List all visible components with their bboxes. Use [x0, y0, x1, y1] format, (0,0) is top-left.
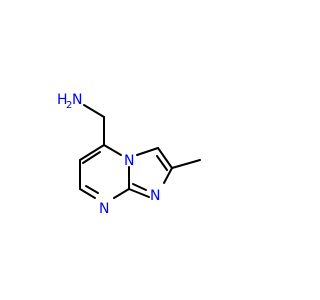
- bond-n1-c8a-double: [132, 183, 147, 191]
- bond-n8-c8a: [113, 188, 130, 199]
- bond-c7-n8: [79, 188, 96, 199]
- bond-n-ch2: [83, 104, 105, 118]
- bond-c5-c6-double: [82, 151, 101, 164]
- bridgehead-n-label: N: [124, 153, 134, 169]
- molecule-diagram: H 2 N N N N: [57, 92, 201, 217]
- pyrimidine-n-label: N: [99, 201, 109, 217]
- amine-n-label: N: [72, 92, 82, 108]
- structure-canvas: H 2 N N N N: [57, 92, 201, 217]
- bond-c7-n8-double: [85, 185, 99, 194]
- bond-c3-c2-double: [156, 155, 168, 171]
- amine-h-label: H: [57, 92, 68, 108]
- bond-n4-c5: [103, 144, 122, 156]
- bond-n4-c3: [136, 147, 159, 156]
- bond-c2-n1: [163, 167, 173, 184]
- imidazole-n-label: N: [150, 188, 160, 204]
- bond-c3-c2: [157, 147, 173, 169]
- bond-c5-c6: [79, 144, 105, 161]
- bond-c2-methyl: [171, 159, 201, 169]
- amine-h-count-label: 2: [66, 100, 72, 111]
- bond-n1-c8a: [128, 188, 150, 198]
